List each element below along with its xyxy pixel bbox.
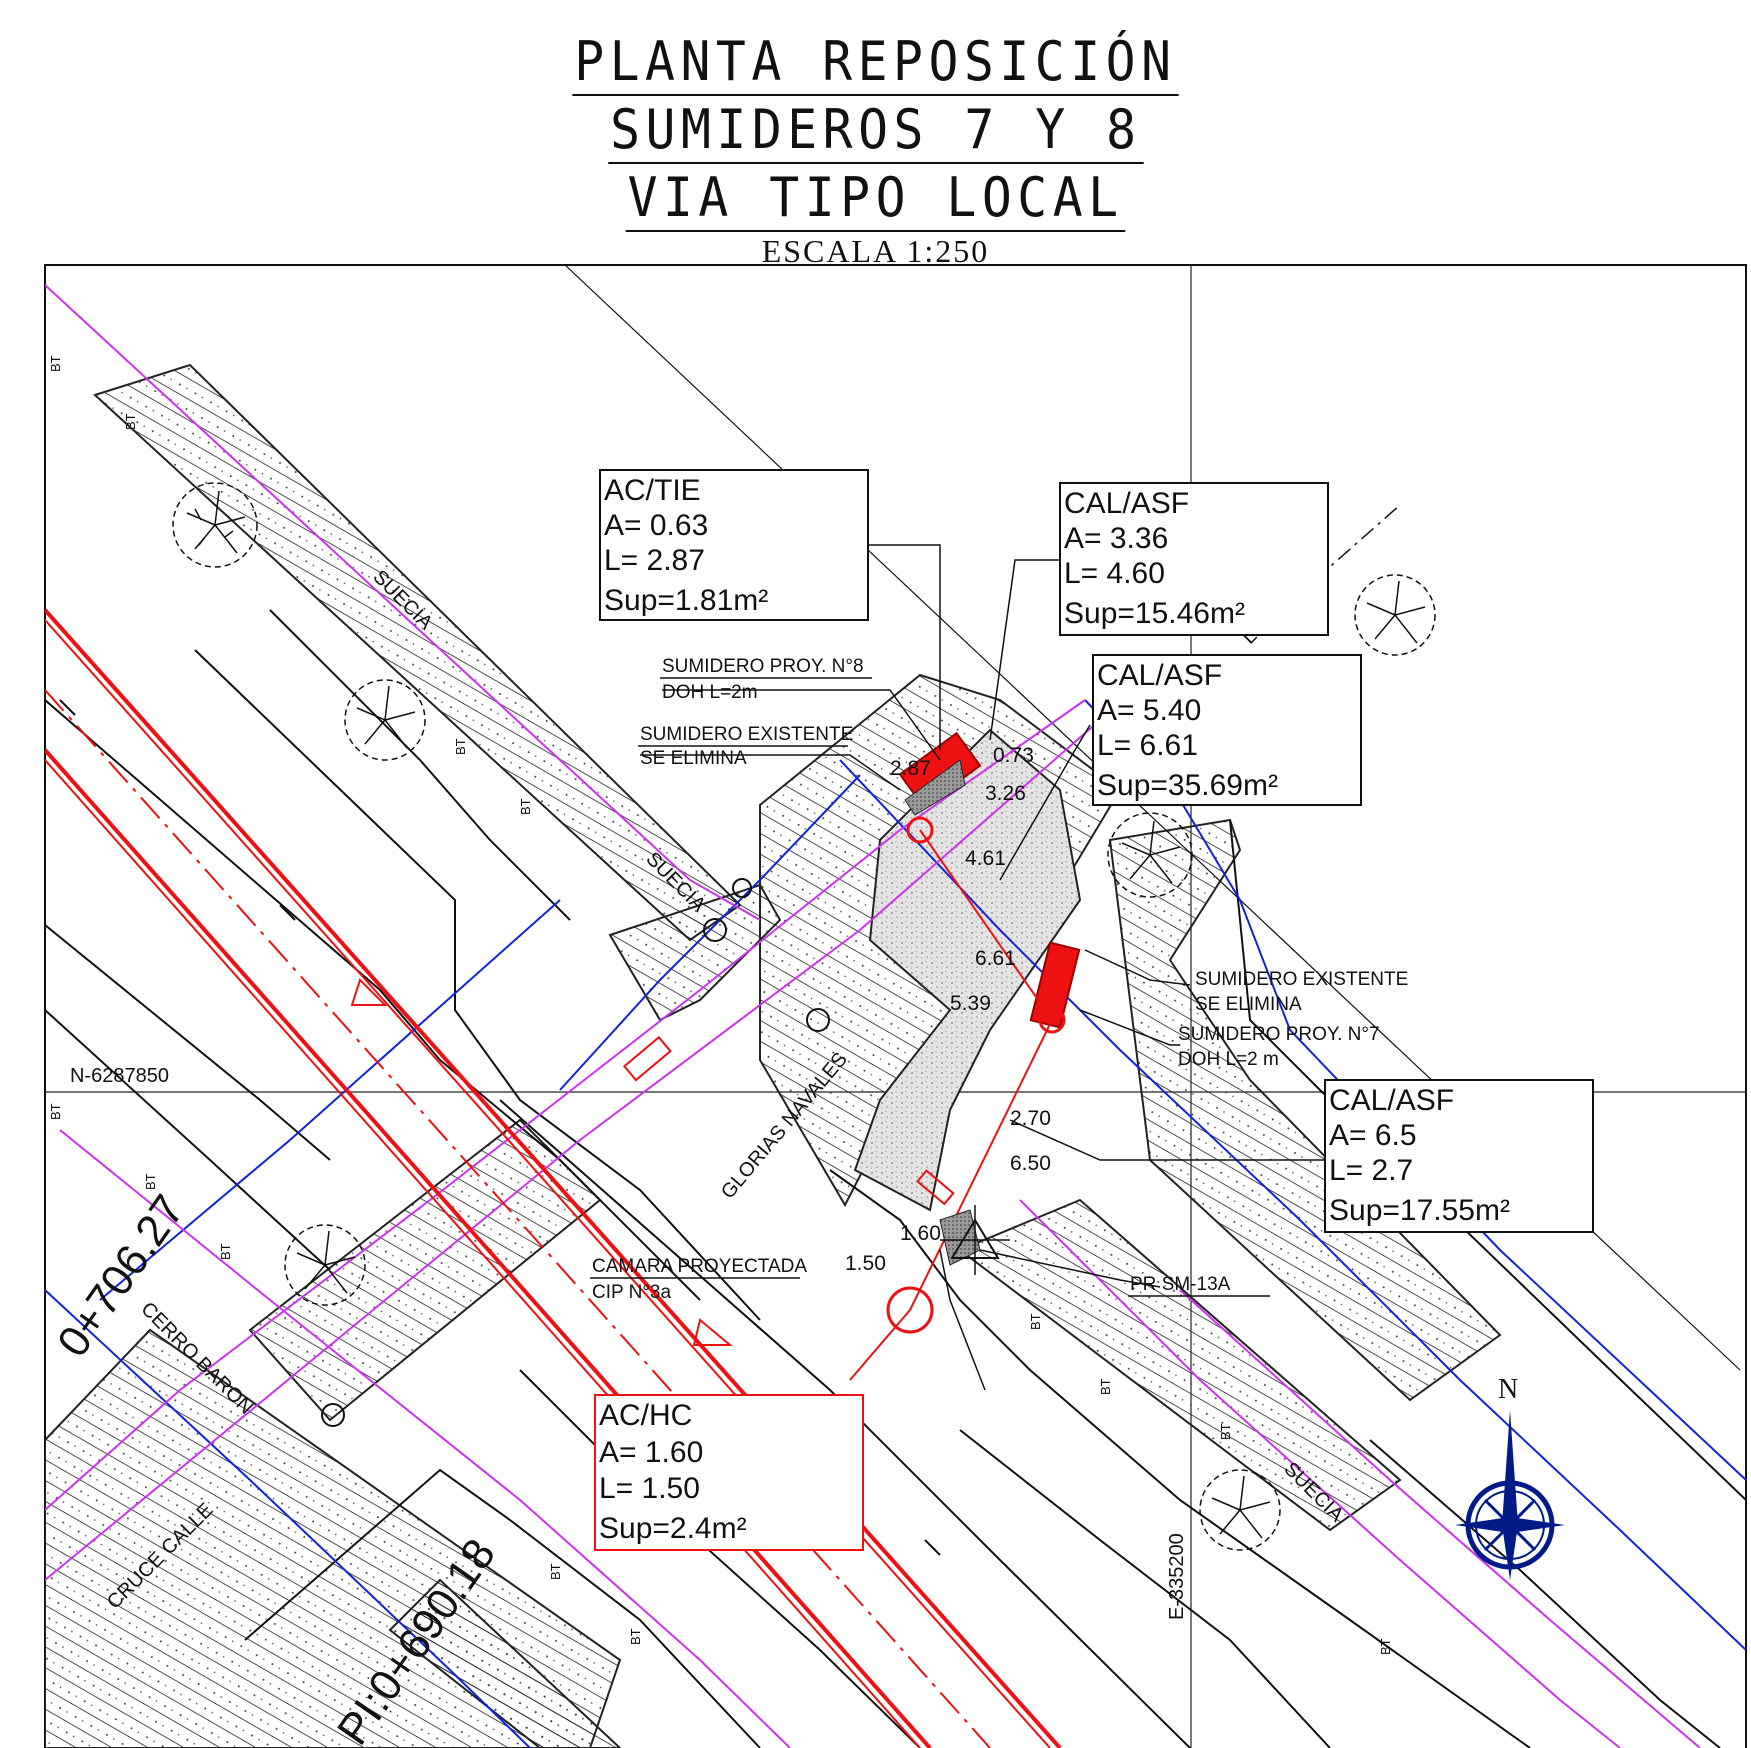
svg-text:BT: BT	[1098, 1378, 1113, 1395]
svg-text:A= 1.60: A= 1.60	[599, 1436, 703, 1469]
svg-text:CAL/ASF: CAL/ASF	[1064, 487, 1189, 520]
svg-text:Sup=15.46m²: Sup=15.46m²	[1064, 597, 1245, 630]
dim-2-70: 2.70	[1010, 1107, 1051, 1130]
east-coordinate: E-335200	[1166, 1533, 1188, 1620]
svg-text:BT: BT	[548, 1563, 563, 1580]
callout-camara-line1: CAMARA PROYECTADA	[592, 1256, 807, 1277]
svg-text:CAL/ASF: CAL/ASF	[1329, 1084, 1454, 1117]
dim-2-87: 2.87	[890, 757, 931, 780]
callout-pr: PR SM-13A	[1130, 1274, 1231, 1295]
svg-text:L= 2.7: L= 2.7	[1329, 1154, 1413, 1187]
title-line-2: SUMIDEROS 7 Y 8	[607, 98, 1144, 164]
callout-existente-2-line2: SE ELIMINA	[1195, 994, 1302, 1015]
drawing-title: PLANTA REPOSICIÓN SUMIDEROS 7 Y 8 VIA TI…	[0, 30, 1751, 268]
dim-1-60: 1.60	[900, 1222, 941, 1245]
pavement-replacement-area	[853, 728, 1082, 1212]
dim-3-26: 3.26	[985, 782, 1026, 805]
svg-text:BT: BT	[453, 738, 468, 755]
chainage-ticks	[59, 699, 941, 1556]
svg-text:L= 4.60: L= 4.60	[1064, 557, 1165, 590]
red-main-road	[45, 608, 1062, 1748]
scale-label: ESCALA 1:250	[761, 233, 990, 269]
svg-text:BT: BT	[143, 1173, 158, 1190]
dim-6-61: 6.61	[975, 947, 1016, 970]
sidewalk-suecia-south	[958, 1198, 1402, 1532]
svg-text:A= 6.5: A= 6.5	[1329, 1119, 1417, 1152]
camara-proyectada	[886, 1286, 934, 1334]
box-ac-tie: AC/TIE A= 0.63 L= 2.87 Sup=1.81m²	[599, 469, 869, 621]
svg-text:L= 6.61: L= 6.61	[1097, 729, 1198, 762]
svg-text:BT: BT	[1378, 1638, 1393, 1655]
title-line-3: VIA TIPO LOCAL	[625, 166, 1126, 232]
svg-text:BT: BT	[48, 355, 63, 372]
callout-existente-1-line1: SUMIDERO EXISTENTE	[640, 724, 853, 745]
svg-text:BT: BT	[518, 798, 533, 815]
svg-text:A= 5.40: A= 5.40	[1097, 694, 1201, 727]
svg-text:BT: BT	[628, 1628, 643, 1645]
north-arrow: N	[1455, 1374, 1565, 1580]
bt-labels: BT BT BT BT BT BT BT BT BT BT BT BT BT	[48, 355, 1393, 1655]
svg-text:Sup=2.4m²: Sup=2.4m²	[599, 1512, 747, 1545]
callout-sumidero-7-line1: SUMIDERO PROY. N°7	[1178, 1024, 1380, 1045]
dim-1-50: 1.50	[845, 1252, 886, 1275]
callout-sumidero-8-line2: DOH L=2m	[662, 682, 758, 703]
svg-text:BT: BT	[1218, 1423, 1233, 1440]
svg-text:BT: BT	[1028, 1313, 1043, 1330]
drainage-elements	[350, 731, 1081, 1381]
svg-text:A= 3.36: A= 3.36	[1064, 522, 1168, 555]
road-edges	[45, 265, 1746, 1748]
box-cal-asf-3: CAL/ASF A= 6.5 L= 2.7 Sup=17.55m²	[1324, 1079, 1594, 1233]
sidewalk-suecia-east	[1108, 818, 1502, 1402]
callouts: SUMIDERO PROY. N°8 DOH L=2m SUMIDERO EXI…	[590, 656, 1408, 1303]
tree-symbols	[172, 482, 1436, 1551]
north-coordinate: N-6287850	[70, 1065, 169, 1087]
svg-text:BT: BT	[218, 1243, 233, 1260]
dim-0-73: 0.73	[993, 744, 1034, 767]
manhole-symbols	[321, 878, 830, 1427]
callout-camara-line2: CIP N°3a	[592, 1282, 671, 1303]
sidewalk-cerro-baron	[248, 1118, 602, 1422]
pr-sm-13a-marker	[940, 1205, 1010, 1275]
dim-4-61: 4.61	[965, 847, 1006, 870]
box-cal-asf-1: CAL/ASF A= 3.36 L= 4.60 Sup=15.46m²	[1059, 482, 1329, 636]
svg-text:AC/HC: AC/HC	[599, 1399, 692, 1432]
north-label: N	[1498, 1374, 1518, 1405]
svg-text:Sup=35.69m²: Sup=35.69m²	[1097, 769, 1278, 802]
svg-text:Sup=1.81m²: Sup=1.81m²	[604, 584, 768, 617]
svg-text:AC/TIE: AC/TIE	[604, 474, 701, 507]
svg-text:BT: BT	[123, 413, 138, 430]
dimension-labels: 2.87 0.73 3.26 4.61 6.61 5.39 2.70 6.50 …	[845, 744, 1051, 1275]
svg-text:L= 1.50: L= 1.50	[599, 1472, 700, 1505]
dim-5-39: 5.39	[950, 992, 991, 1015]
callout-existente-2-line1: SUMIDERO EXISTENTE	[1195, 969, 1408, 990]
svg-text:BT: BT	[48, 1103, 63, 1120]
svg-text:A= 0.63: A= 0.63	[604, 509, 708, 542]
callout-sumidero-8-line1: SUMIDERO PROY. N°8	[662, 656, 864, 677]
svg-text:L= 2.87: L= 2.87	[604, 544, 705, 577]
leader-lines	[640, 504, 1401, 1391]
box-ac-hc: AC/HC A= 1.60 L= 1.50 Sup=2.4m²	[594, 1394, 864, 1551]
svg-text:Sup=17.55m²: Sup=17.55m²	[1329, 1194, 1510, 1227]
sumidero-8-pipe	[906, 816, 934, 844]
callout-sumidero-7-line2: DOH L=2 m	[1178, 1049, 1279, 1070]
title-line-1: PLANTA REPOSICIÓN	[572, 30, 1179, 96]
svg-text:CAL/ASF: CAL/ASF	[1097, 659, 1222, 692]
sumidero-7-pipe	[1038, 1006, 1066, 1034]
dim-6-50: 6.50	[1010, 1152, 1051, 1175]
callout-existente-1-line2: SE ELIMINA	[640, 748, 747, 769]
box-cal-asf-2: CAL/ASF A= 5.40 L= 6.61 Sup=35.69m²	[1092, 654, 1362, 806]
